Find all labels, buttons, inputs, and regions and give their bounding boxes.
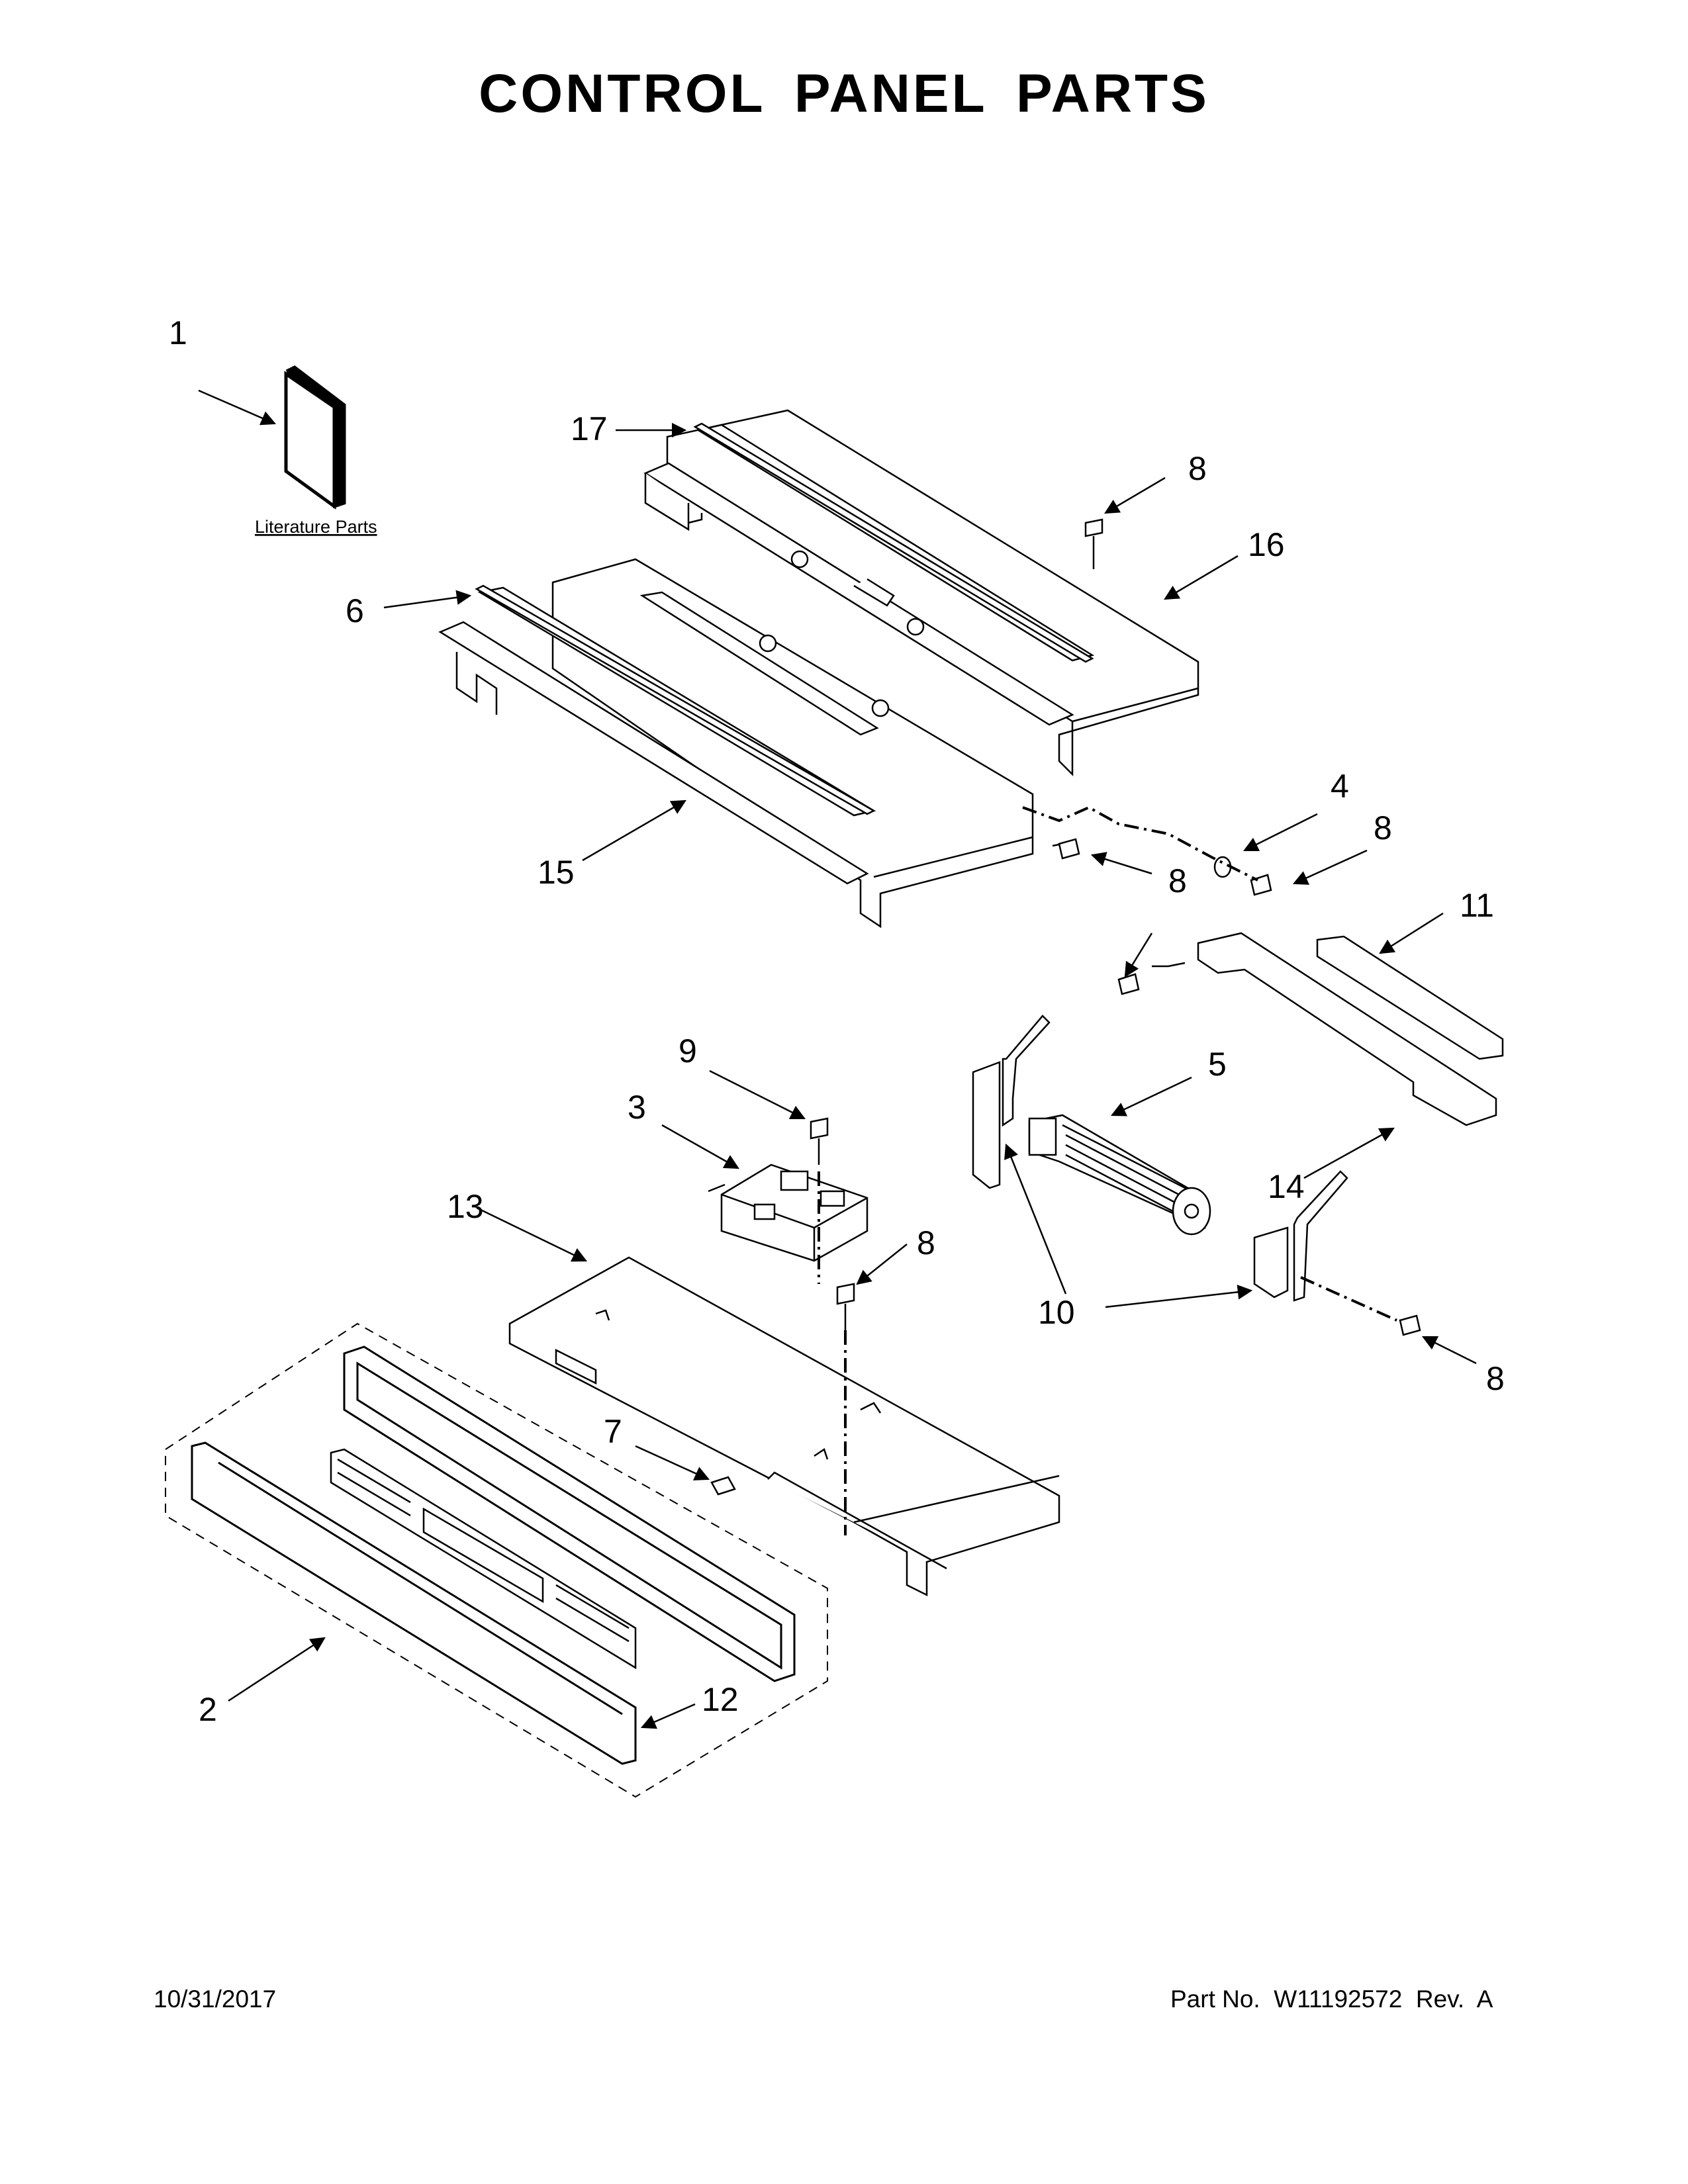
arrow-8e bbox=[856, 1244, 908, 1285]
arrow-12 bbox=[640, 1703, 696, 1729]
callout-14: 14 bbox=[1268, 1168, 1305, 1205]
arrow-16 bbox=[1164, 555, 1239, 600]
arrow-14 bbox=[1303, 1127, 1395, 1179]
assembly-lines bbox=[818, 805, 1397, 1535]
blower-fan-part bbox=[1028, 1114, 1211, 1236]
arrow-8b bbox=[1292, 849, 1368, 885]
callout-8-right: 8 bbox=[1374, 809, 1392, 846]
callout-16: 16 bbox=[1248, 526, 1285, 563]
arrow-15 bbox=[582, 799, 686, 862]
assembly-boundary bbox=[165, 1322, 828, 1798]
callout-10: 10 bbox=[1038, 1294, 1075, 1331]
callout-3: 3 bbox=[628, 1089, 646, 1126]
callout-8-bottom: 8 bbox=[1486, 1360, 1505, 1397]
literature-parts-label: Literature Parts bbox=[255, 517, 377, 537]
arrow-11 bbox=[1379, 912, 1444, 954]
callout-8-mid: 8 bbox=[1168, 862, 1187, 899]
arrow-10b bbox=[1105, 1285, 1253, 1308]
keypad-overlay-part bbox=[330, 1448, 637, 1670]
trim-strips bbox=[475, 422, 1094, 815]
bracket-part bbox=[1152, 932, 1504, 1126]
callout-4: 4 bbox=[1331, 768, 1349, 805]
arrow-5 bbox=[1110, 1076, 1192, 1116]
mounting-plate-part bbox=[508, 1256, 1060, 1597]
console-panel-part bbox=[191, 1441, 637, 1765]
arrow-1 bbox=[198, 389, 277, 426]
callout-17: 17 bbox=[571, 410, 608, 447]
callout-12: 12 bbox=[702, 1681, 739, 1718]
arrow-8f bbox=[1421, 1336, 1477, 1365]
arrow-9 bbox=[709, 1069, 806, 1120]
arrow-7 bbox=[635, 1445, 710, 1480]
switch-part bbox=[710, 1476, 736, 1496]
footer-part-number: Part No. W11192572 Rev. A bbox=[1170, 1985, 1493, 2013]
callout-15: 15 bbox=[538, 854, 575, 891]
console-frame-part bbox=[343, 1345, 796, 1682]
arrow-8d bbox=[1124, 933, 1153, 978]
callout-1: 1 bbox=[169, 314, 187, 351]
control-board-part bbox=[708, 1163, 868, 1262]
arrow-8c bbox=[1090, 852, 1152, 875]
arrow-6 bbox=[383, 590, 472, 609]
callout-5: 5 bbox=[1208, 1046, 1227, 1083]
callout-9: 9 bbox=[679, 1032, 697, 1069]
callout-8-top: 8 bbox=[1188, 450, 1207, 487]
arrow-4 bbox=[1243, 813, 1318, 852]
arrow-3 bbox=[661, 1124, 739, 1169]
footer-date: 10/31/2017 bbox=[154, 1985, 277, 2013]
callout-2: 2 bbox=[199, 1691, 217, 1728]
literature-manual-part bbox=[284, 365, 346, 510]
callout-arrows bbox=[198, 389, 1477, 1729]
page-title: CONTROL PANEL PARTS bbox=[479, 64, 1209, 124]
callout-6: 6 bbox=[346, 592, 364, 629]
arrow-2 bbox=[228, 1637, 326, 1702]
arrow-13 bbox=[476, 1206, 588, 1262]
callout-7: 7 bbox=[604, 1413, 622, 1450]
arrow-8a bbox=[1104, 477, 1166, 514]
callout-8-board: 8 bbox=[917, 1224, 935, 1261]
callout-11: 11 bbox=[1460, 887, 1494, 924]
callout-13: 13 bbox=[447, 1188, 484, 1225]
arrow-10a bbox=[1004, 1143, 1067, 1295]
vent-bracket-parts bbox=[972, 1015, 1348, 1302]
